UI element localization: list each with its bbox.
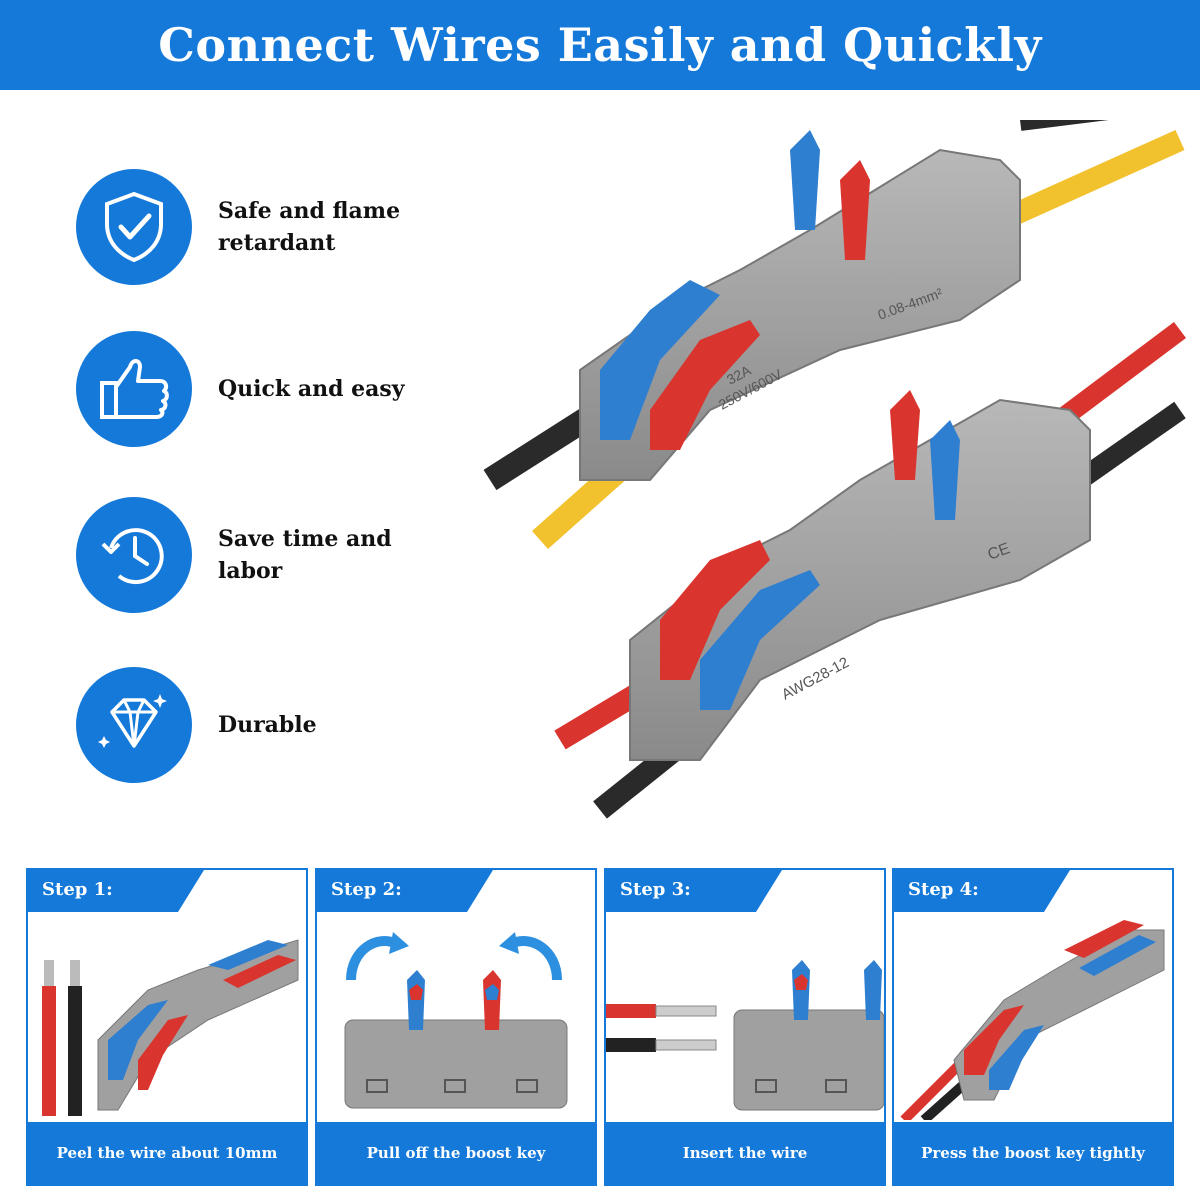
step-caption-bar: Press the boost key tightly: [894, 1122, 1172, 1184]
step-2-illustration: [344, 932, 568, 1109]
step-label: Step 4:: [908, 879, 979, 900]
page-title: Connect Wires Easily and Quickly: [158, 18, 1042, 72]
lever-red: [660, 540, 770, 680]
feature-label: Quick and easy: [218, 376, 405, 402]
arrow-up-icon: [508, 936, 562, 981]
step-label: Step 3:: [620, 879, 691, 900]
step-1-illustration: [42, 939, 299, 1116]
lever-blue: [600, 280, 720, 440]
wire-black: [1074, 401, 1186, 489]
lever-blue: [700, 570, 820, 710]
step-caption-bar: Peel the wire about 10mm: [28, 1122, 306, 1184]
shield-check-icon: [76, 169, 192, 285]
lever-red: [650, 320, 760, 450]
step-4-panel: Step 4: Press the boost key tightly: [892, 868, 1174, 1186]
step-caption: Peel the wire about 10mm: [56, 1144, 278, 1162]
feature-quick: Quick and easy: [76, 330, 676, 448]
step-label: Step 1:: [42, 879, 113, 900]
step-caption-bar: Insert the wire: [606, 1122, 884, 1184]
lever-red: [890, 390, 920, 480]
lever-blue: [790, 130, 820, 230]
step-label-tab: [317, 870, 493, 912]
step-4-illustration: [900, 920, 1165, 1120]
diamond-icon: [76, 667, 192, 783]
step-caption: Pull off the boost key: [366, 1144, 546, 1162]
step-caption: Press the boost key tightly: [921, 1144, 1145, 1162]
step-1-panel: Step 1: Peel the wire about 10mm: [26, 868, 308, 1186]
feature-durable: Durable: [76, 666, 676, 784]
feature-save-time: Save time and labor: [76, 496, 676, 614]
arrow-up-icon: [346, 936, 400, 981]
lever-red: [840, 160, 870, 260]
step-3-panel: Step 3: Insert the wire: [604, 868, 886, 1186]
step-label: Step 2:: [331, 879, 402, 900]
step-label-tab: [606, 870, 782, 912]
feature-label: Save time and labor: [218, 526, 392, 584]
clock-history-icon: [76, 497, 192, 613]
step-caption-bar: Pull off the boost key: [317, 1122, 595, 1184]
wire-red: [1054, 322, 1186, 428]
step-caption: Insert the wire: [682, 1144, 808, 1162]
feature-label: Durable: [218, 712, 317, 738]
ce-mark: CE: [986, 540, 1013, 564]
step-label-tab: [28, 870, 204, 912]
thumbs-up-icon: [76, 331, 192, 447]
feature-safe: Safe and flame retardant: [76, 168, 676, 286]
lever-blue: [930, 420, 960, 520]
step-2-panel: Step 2: Pull off the boost key: [315, 868, 597, 1186]
step-3-illustration: [606, 960, 884, 1111]
step-label-tab: [894, 870, 1070, 912]
connector-product-image: 32A 250V/600V 0.08-4mm² AWG28-12 CE: [483, 120, 1186, 819]
feature-label: Safe and flame retardant: [218, 198, 401, 256]
title-banner: Connect Wires Easily and Quickly: [0, 0, 1200, 90]
